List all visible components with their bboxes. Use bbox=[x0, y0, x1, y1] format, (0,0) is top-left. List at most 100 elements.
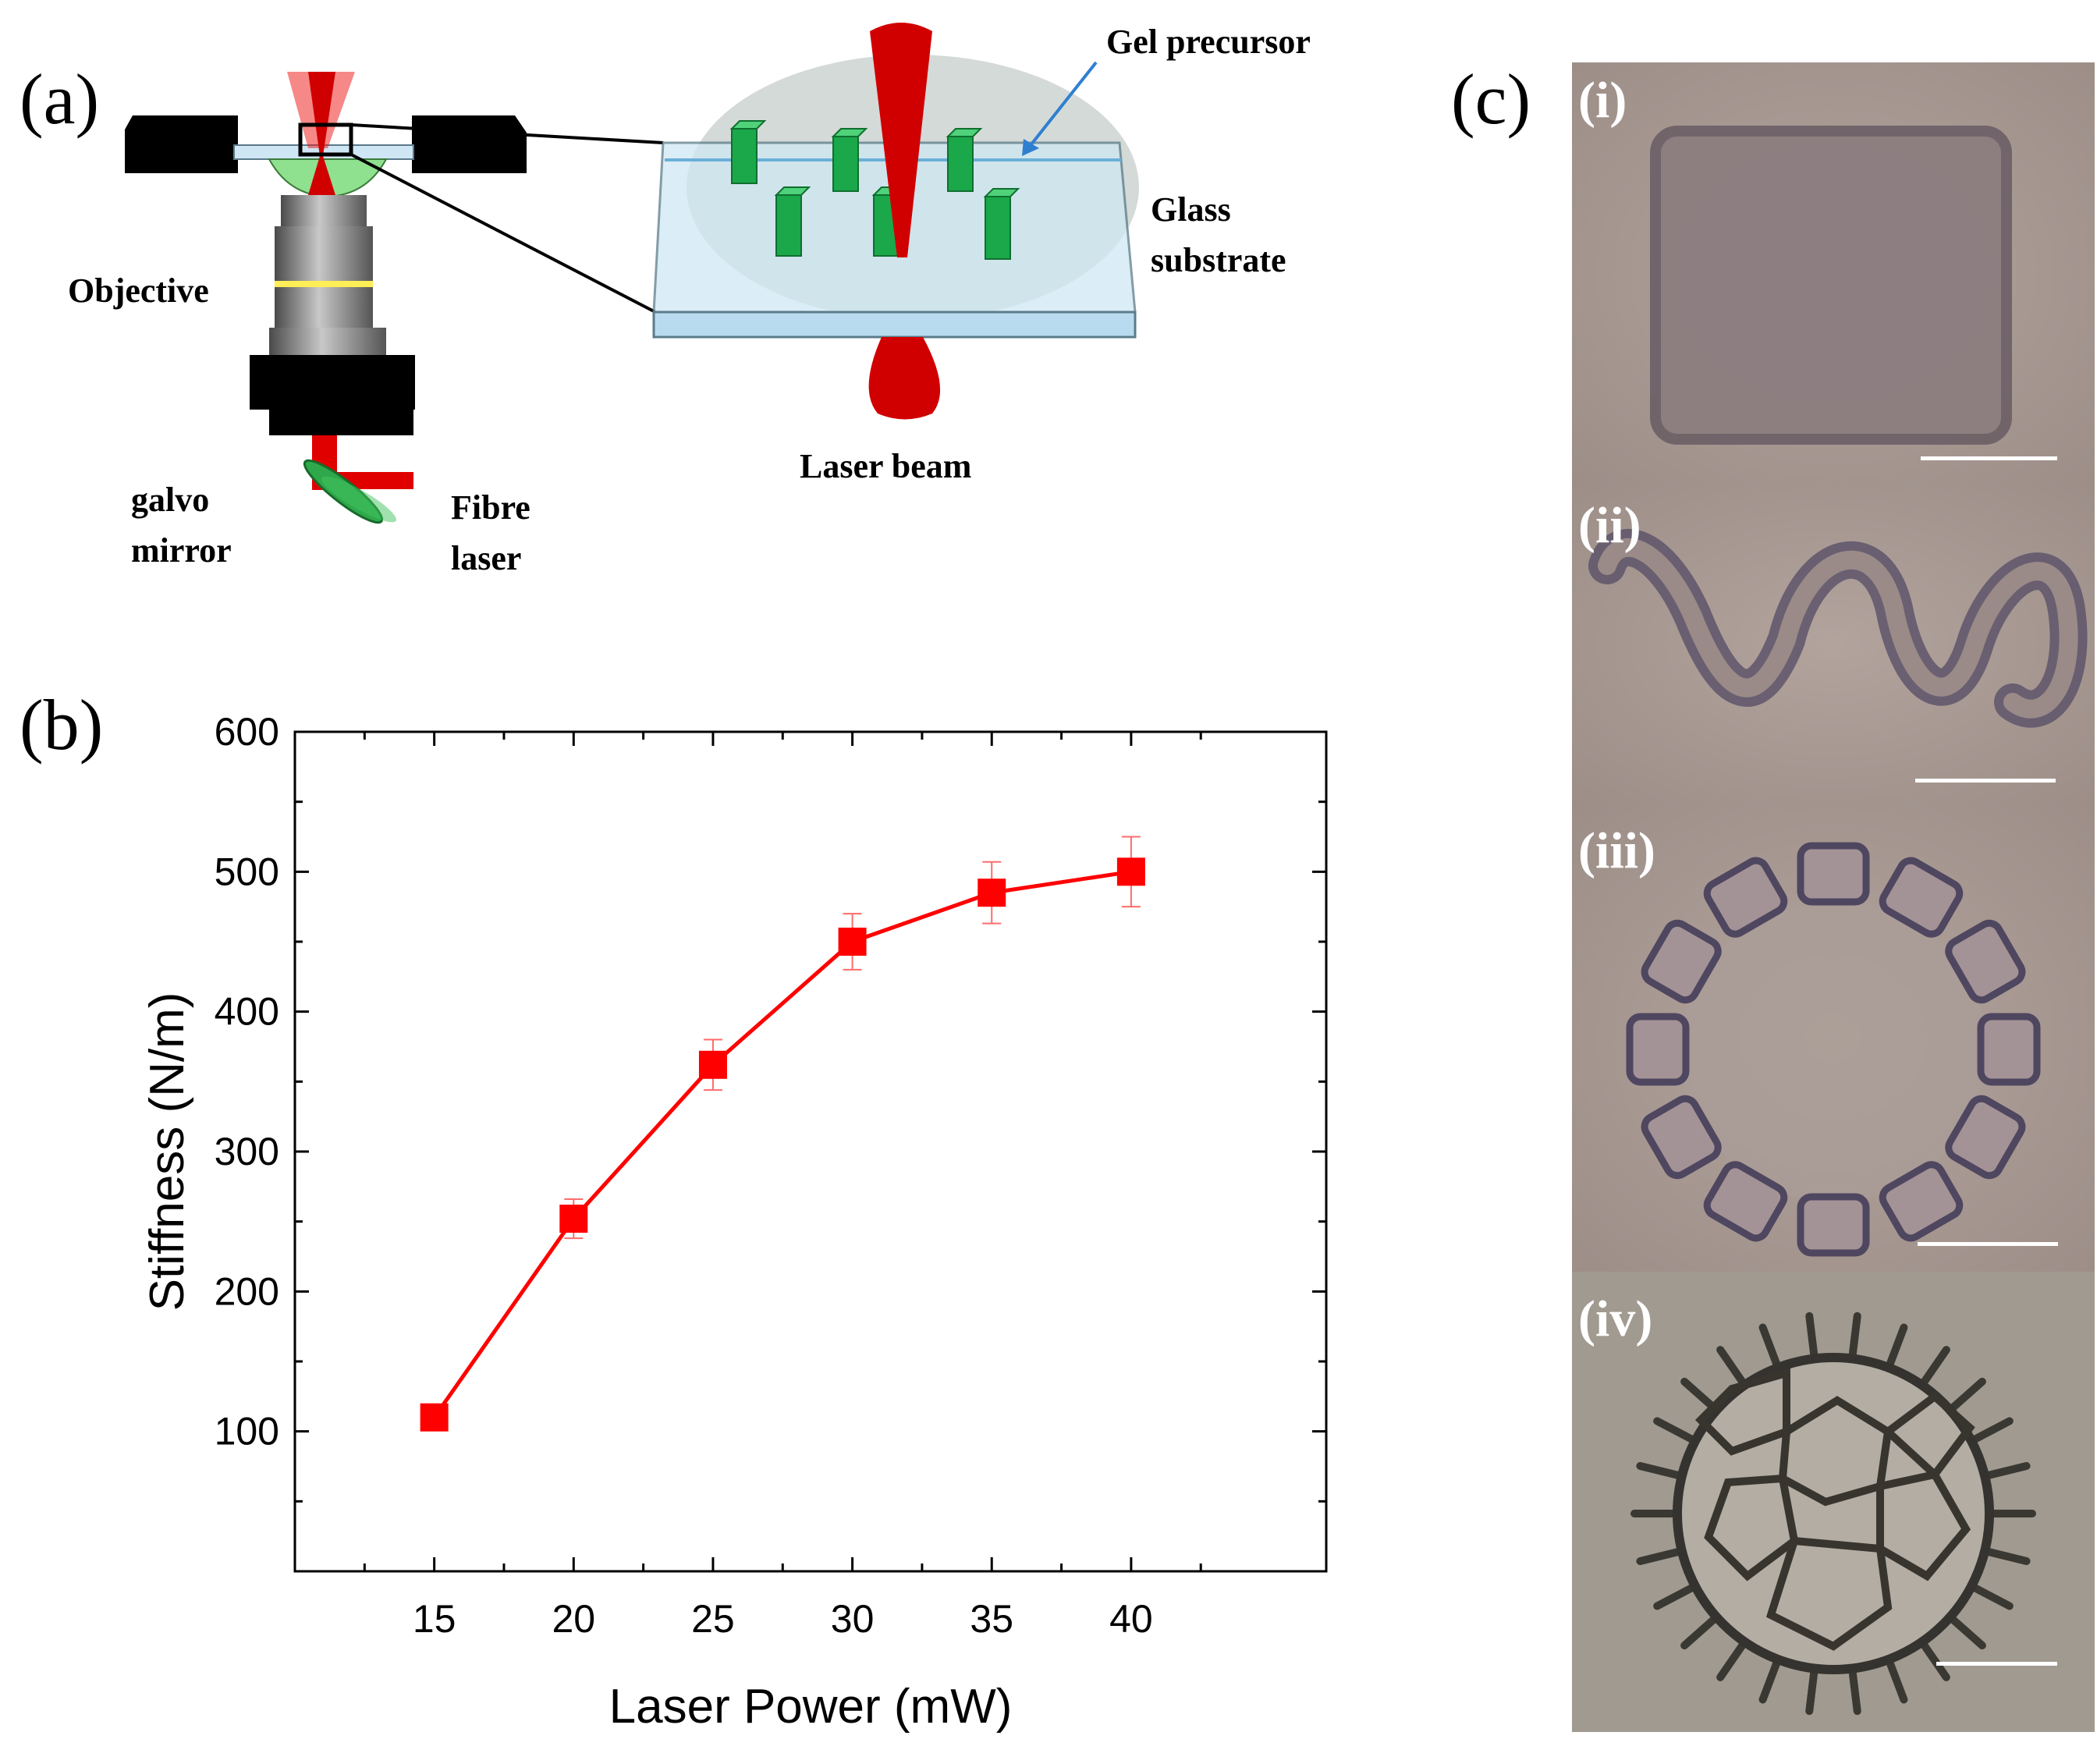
panel-b-label: (b) bbox=[20, 685, 103, 765]
buckyball-spike bbox=[1636, 1461, 1686, 1481]
fibre-label-line2: laser bbox=[451, 539, 521, 577]
data-point bbox=[978, 878, 1006, 907]
galvo-mirror-ghost bbox=[321, 476, 397, 523]
ring-block bbox=[1879, 857, 1964, 938]
focused-beam-core bbox=[308, 72, 335, 156]
y-tick-label: 500 bbox=[215, 850, 279, 893]
data-point bbox=[838, 928, 867, 956]
y-tick-label: 400 bbox=[215, 990, 279, 1034]
zoom-line-top bbox=[350, 123, 664, 144]
hydrogel-blocks bbox=[729, 120, 1020, 260]
zoom-line-bottom bbox=[350, 153, 656, 314]
laser-beam-bottom bbox=[868, 337, 941, 420]
buckyball-spike bbox=[1653, 1581, 1699, 1610]
ring-block bbox=[1703, 857, 1788, 938]
objective-label: Objective bbox=[68, 272, 209, 310]
y-tick-label: 200 bbox=[215, 1269, 279, 1313]
ring-block bbox=[1977, 1013, 2041, 1086]
data-point bbox=[698, 1050, 727, 1079]
buckyball-spike bbox=[1636, 1546, 1686, 1566]
glass-substrate-edge bbox=[652, 311, 1137, 339]
galvo-label-line1: galvo bbox=[131, 481, 209, 519]
subpanel-label-iv: (iv) bbox=[1578, 1290, 1652, 1347]
buckyball-outline bbox=[1673, 1353, 1994, 1674]
fibre-label-line1: Fibre bbox=[451, 488, 530, 527]
subpanel-label-iii: (iii) bbox=[1578, 822, 1655, 879]
ring-center bbox=[1681, 897, 1985, 1201]
x-tick-label: 15 bbox=[413, 1597, 456, 1641]
ring-block bbox=[1797, 842, 1870, 906]
buckyball-spike bbox=[1981, 1546, 2031, 1566]
x-axis-title: Laser Power (mW) bbox=[609, 1680, 1013, 1734]
buckyball-spike bbox=[1848, 1664, 1861, 1716]
objective-base bbox=[269, 328, 386, 359]
scanner-housing bbox=[250, 355, 415, 410]
buckyball-spike bbox=[1918, 1638, 1950, 1681]
gel-arrow bbox=[1027, 61, 1098, 150]
chart-marks bbox=[420, 836, 1145, 1432]
galvo-label-line2: mirror bbox=[131, 531, 232, 570]
y-axis-title: Stiffness (N/m) bbox=[140, 992, 194, 1311]
buckyball-spike bbox=[1946, 1377, 1986, 1414]
gel-arrow-head bbox=[1022, 139, 1039, 156]
buckyball-spike bbox=[1946, 1613, 1986, 1650]
data-point bbox=[1116, 857, 1145, 886]
gel-precursor-label: Gel precursor bbox=[1106, 23, 1311, 61]
series-line bbox=[432, 869, 1132, 1419]
glass-label-line1: Glass bbox=[1151, 190, 1231, 229]
micrograph-ii: (ii) bbox=[1572, 484, 2095, 804]
scale-bar-ii bbox=[1915, 779, 2056, 783]
x-tick-label: 35 bbox=[970, 1597, 1013, 1641]
buckyball-spike bbox=[1805, 1311, 1818, 1363]
micrograph-i: (i) bbox=[1572, 62, 2095, 484]
scale-bar-i bbox=[1921, 456, 2057, 460]
y-tick-label: 600 bbox=[215, 710, 279, 754]
subpanel-label-ii: (ii) bbox=[1578, 497, 1641, 554]
x-tick-label: 40 bbox=[1109, 1597, 1153, 1641]
micrograph-iii: (iii) bbox=[1572, 804, 2095, 1272]
plot-frame bbox=[293, 730, 1328, 1573]
x-tick-label: 25 bbox=[691, 1597, 735, 1641]
ring-block bbox=[1945, 1095, 2026, 1180]
scale-bar-iii bbox=[1918, 1242, 2058, 1246]
objective-top bbox=[281, 195, 367, 226]
buckyball-spike bbox=[1848, 1311, 1861, 1363]
buckyball-spike bbox=[1918, 1346, 1950, 1390]
buckyball-spike bbox=[1967, 1417, 2014, 1446]
buckyball-spike bbox=[1758, 1323, 1783, 1372]
ring-block bbox=[1626, 1013, 1690, 1086]
panel-a-label: (a) bbox=[20, 59, 99, 139]
buckyball-spike bbox=[1680, 1613, 1721, 1650]
subpanel-label-i: (i) bbox=[1578, 72, 1627, 129]
buckyball-spike bbox=[1884, 1656, 1908, 1704]
glass-label-line2: substrate bbox=[1151, 241, 1286, 279]
ring-block bbox=[1879, 1161, 1964, 1242]
data-point bbox=[559, 1205, 588, 1233]
zoom-box bbox=[298, 122, 353, 157]
panel-c: (c) (i) (ii) (iii) bbox=[1451, 59, 2095, 1732]
ring-block bbox=[1797, 1193, 1870, 1257]
panel-a: (a) Objective galvo mirror Fibre laser bbox=[20, 23, 1311, 577]
ring-block bbox=[1945, 919, 2026, 1004]
ring-block bbox=[1641, 1095, 1722, 1180]
buckyball-spike bbox=[1884, 1323, 1908, 1372]
stage-left-arm bbox=[125, 115, 238, 173]
laser-beam-label: Laser beam bbox=[800, 447, 971, 485]
buckyball-spike bbox=[1805, 1664, 1818, 1716]
scale-bar-iv bbox=[1936, 1662, 2057, 1666]
y-tick-label: 100 bbox=[215, 1410, 279, 1453]
y-tick-label: 300 bbox=[215, 1130, 279, 1173]
x-tick-label: 30 bbox=[831, 1597, 875, 1641]
laser-beam-top bbox=[870, 23, 932, 257]
objective-ring bbox=[275, 281, 373, 287]
ring-block bbox=[1703, 1161, 1788, 1242]
micrograph-iv: (iv) bbox=[1572, 1272, 2095, 1732]
panel-c-label: (c) bbox=[1451, 59, 1531, 139]
buckyball-spike bbox=[1653, 1417, 1699, 1446]
scanner-housing-lower bbox=[269, 406, 413, 435]
stage-right-arm bbox=[412, 115, 527, 173]
buckyball-spike bbox=[1981, 1461, 2031, 1481]
data-point bbox=[420, 1403, 449, 1432]
